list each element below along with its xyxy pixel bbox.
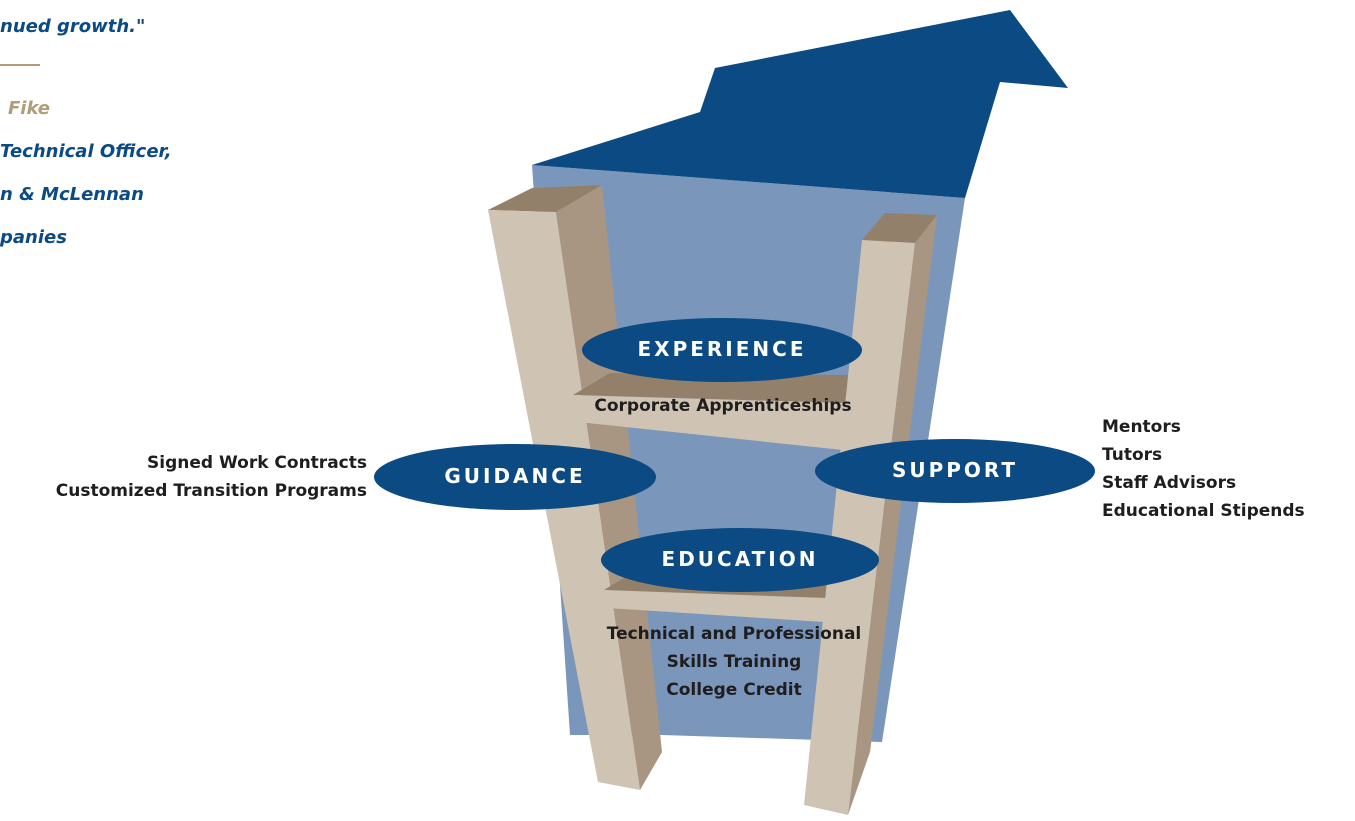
support-item: Tutors — [1102, 445, 1163, 465]
quote-line: nued growth." — [0, 16, 146, 37]
quote-author-role-1: Technical Officer, — [0, 141, 172, 162]
education-oval — [601, 528, 879, 592]
guidance-label: GUIDANCE — [444, 464, 586, 488]
right-rail-top — [862, 213, 937, 243]
right-rail-side — [848, 215, 937, 815]
guidance-items: Signed Work Contracts Customized Transit… — [40, 449, 367, 505]
left-rail-top — [488, 185, 602, 212]
education-item: College Credit — [666, 680, 802, 700]
experience-oval — [582, 318, 862, 382]
growth-arrow — [532, 10, 1068, 198]
support-item: Mentors — [1102, 417, 1181, 437]
right-rail-front — [804, 240, 915, 815]
experience-items: Corporate Apprenticeships — [572, 392, 874, 420]
support-item: Staff Advisors — [1102, 473, 1237, 493]
upper-rung-top — [573, 373, 850, 403]
guidance-oval — [374, 444, 656, 510]
quote-author-role-3: panies — [0, 227, 67, 248]
education-item: Technical and Professional — [606, 624, 862, 644]
quote-author-name: Fike — [8, 98, 51, 119]
lower-rung-front — [604, 590, 826, 622]
education-items: Technical and Professional Skills Traini… — [575, 620, 893, 704]
upper-rung-front — [573, 395, 845, 450]
experience-label: EXPERIENCE — [637, 337, 807, 361]
support-item: Educational Stipends — [1102, 501, 1305, 521]
quote-author-role-2: n & McLennan — [0, 184, 144, 205]
experience-item: Corporate Apprenticeships — [594, 396, 852, 416]
support-items: Mentors Tutors Staff Advisors Educationa… — [1102, 413, 1305, 525]
education-label: EDUCATION — [661, 547, 819, 571]
quote-divider — [0, 64, 40, 66]
guidance-item: Customized Transition Programs — [55, 481, 367, 501]
support-oval — [815, 439, 1095, 503]
guidance-item: Signed Work Contracts — [147, 453, 367, 473]
support-label: SUPPORT — [891, 458, 1019, 482]
education-item: Skills Training — [666, 652, 802, 672]
